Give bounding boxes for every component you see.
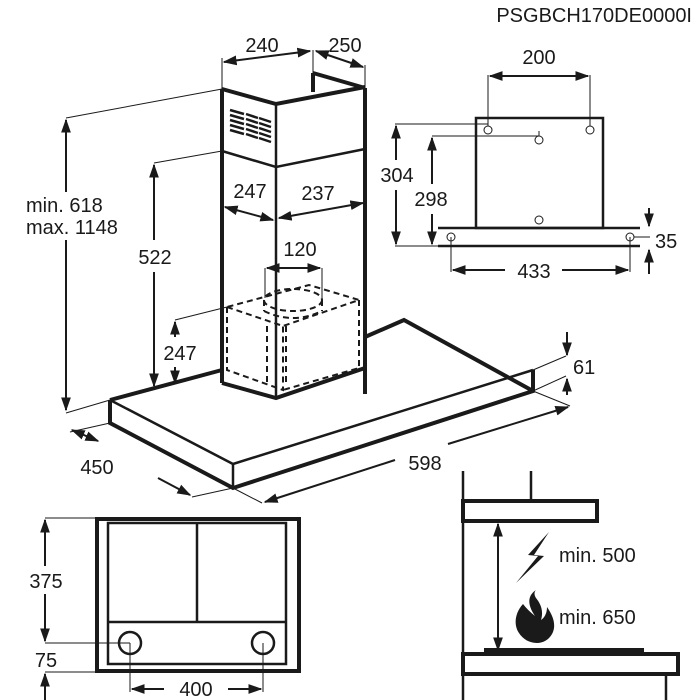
dim-chimney-depth-top: 250 <box>328 35 361 57</box>
dim-lower-chimney-height: 522 <box>138 247 171 269</box>
upper-chimney <box>220 71 367 398</box>
dim-upper-hole-height: 304 <box>380 165 413 187</box>
wall-bracket-view: 200 304 298 433 35 <box>380 47 677 283</box>
dim-lower-hole-spacing: 433 <box>517 261 550 283</box>
model-code: PSGBCH170DE0000I <box>496 5 692 27</box>
dim-chimney-width-top: 240 <box>245 35 278 57</box>
motor-box-hidden <box>223 283 363 392</box>
dim-hood-width: 598 <box>408 453 441 475</box>
isometric-view: 240 250 247 237 120 min. 618 max. 1148 5… <box>26 35 595 504</box>
dim-lower-hole-offset: 35 <box>655 231 677 253</box>
dim-total-height-min: min. 618 <box>26 195 103 217</box>
screw-hole-icon <box>534 215 544 225</box>
gas-hob-clearance: min. 650 <box>559 607 636 629</box>
vent-grille-icon <box>229 108 272 144</box>
dim-light-offset: 75 <box>35 650 57 672</box>
dim-chimney-width-bottom: 247 <box>233 181 266 203</box>
dim-underside-depth: 375 <box>29 571 62 593</box>
dim-chimney-depth-bottom: 237 <box>301 183 334 205</box>
electric-hob-clearance: min. 500 <box>559 545 636 567</box>
clearance-view: min. 500 min. 650 <box>461 471 680 700</box>
dim-bracket-spacing: 200 <box>522 47 555 69</box>
dim-hood-depth: 450 <box>80 457 113 479</box>
dim-light-spacing: 400 <box>179 679 212 700</box>
dim-motor-box-height: 247 <box>163 343 196 365</box>
underside-view: 375 75 400 <box>29 517 301 700</box>
dim-hood-thickness: 61 <box>573 357 595 379</box>
dim-outlet-diameter: 120 <box>283 239 316 261</box>
dim-total-height-max: max. 1148 <box>26 217 118 239</box>
flame-icon <box>515 590 555 643</box>
dim-center-hole-height: 298 <box>414 189 447 211</box>
keyhole-center-icon <box>534 131 544 145</box>
lightning-icon <box>516 532 549 583</box>
